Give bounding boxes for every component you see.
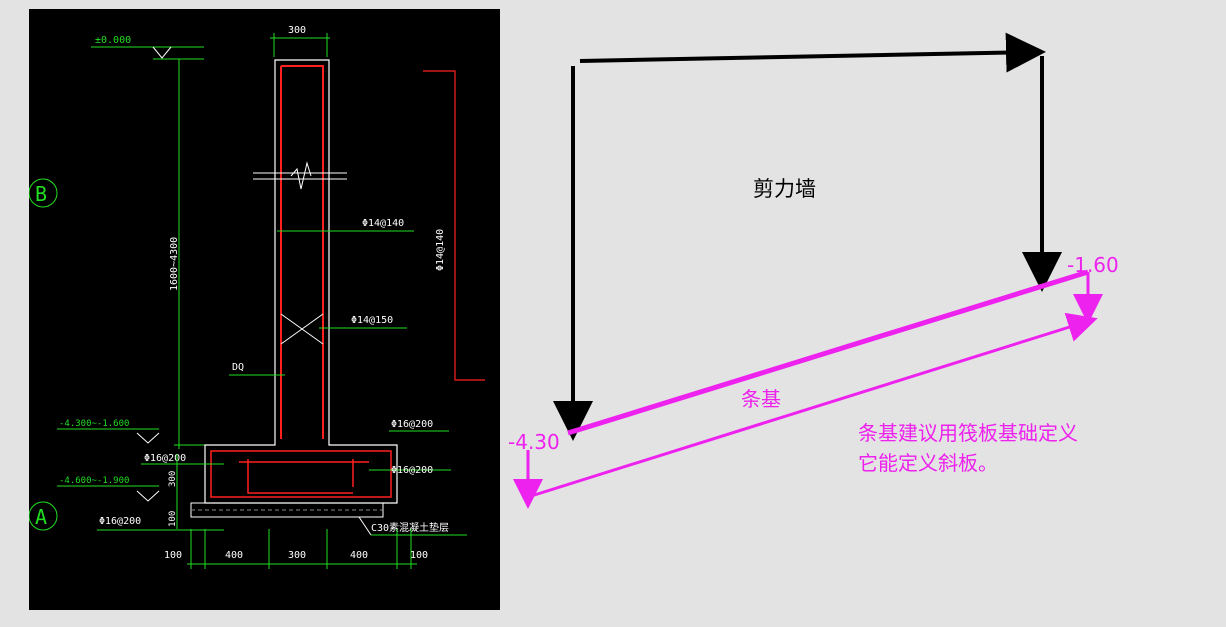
elev-mid-label: -4.300~-1.600 <box>59 419 129 429</box>
elev-low-label: -4.600~-1.900 <box>59 476 129 486</box>
wall-width-label: 300 <box>288 25 306 36</box>
concrete-label: C30素混凝土垫层 <box>371 521 449 534</box>
rebar-top1-label: Φ16@200 <box>391 419 433 430</box>
wall-top-arrow <box>579 32 1046 73</box>
dim-100v-label: 100 <box>168 511 178 527</box>
axis-a-label: A <box>35 505 47 529</box>
axis-a-bubble <box>29 501 58 531</box>
dim-300v-label: 300 <box>168 471 178 487</box>
rebar-v-label: Φ14@140 <box>435 229 446 271</box>
dim-bottom-2: 300 <box>288 550 306 561</box>
note-line1: 条基建议用筏板基础定义 <box>858 421 1078 445</box>
label-strip: 条基 <box>741 387 781 411</box>
dim-bottom-3: 400 <box>350 550 368 561</box>
dim-bottom-0: 100 <box>164 550 182 561</box>
axis-b-label: B <box>35 182 47 206</box>
rebar-left-label: Φ16@200 <box>144 453 186 464</box>
cad-drawing: ±0.000 300 1600~4300 B A Φ14@140 Φ14@150… <box>29 25 485 569</box>
wall-code-label: DQ <box>232 362 244 373</box>
note-line2: 它能定义斜板。 <box>858 451 998 475</box>
dim-bottom-4: 100 <box>410 550 428 561</box>
rebar-h-label: Φ14@140 <box>362 218 404 229</box>
rebar-bottom-label: Φ16@200 <box>99 516 141 527</box>
dim-bottom-1: 400 <box>225 550 243 561</box>
label-left-elev: -4.30 <box>508 430 560 454</box>
cad-drawing-panel: ±0.000 300 1600~4300 B A Φ14@140 Φ14@150… <box>29 9 500 610</box>
strip-bottom-line <box>527 312 1098 499</box>
label-wall: 剪力墙 <box>753 177 816 201</box>
rebar-right-label: Φ16@200 <box>391 465 433 476</box>
strip-top-line <box>567 269 1089 436</box>
elev-top-label: ±0.000 <box>95 35 131 46</box>
rebar-tie-label: Φ14@150 <box>351 315 393 326</box>
axis-b-bubble <box>29 178 58 208</box>
height-range-label: 1600~4300 <box>169 237 180 291</box>
label-right-elev: -1.60 <box>1067 253 1119 277</box>
